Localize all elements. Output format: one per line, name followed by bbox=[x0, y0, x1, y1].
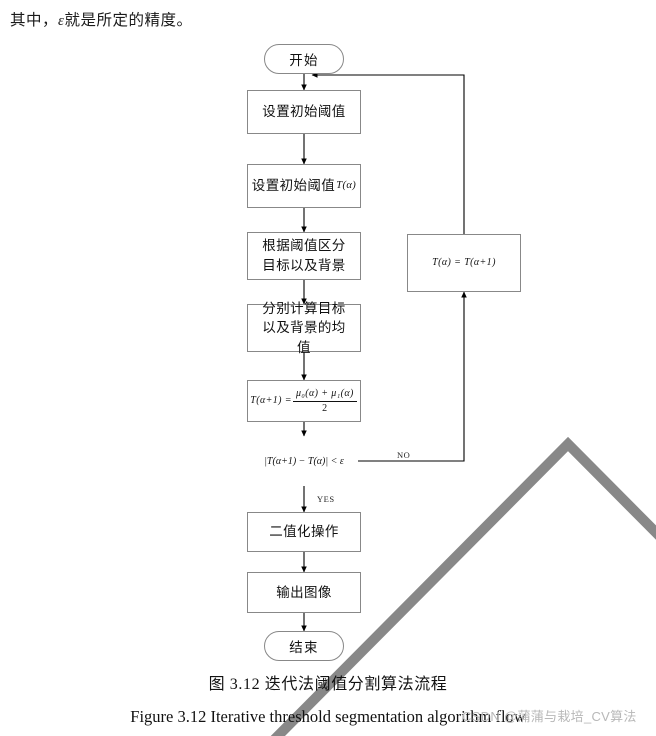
epsilon-symbol: ε bbox=[58, 13, 65, 29]
edge-label-yes: YES bbox=[317, 494, 335, 504]
node-compute-means[interactable]: 分别计算目标以及背景的均值 bbox=[247, 301, 361, 355]
node-binarize[interactable]: 二值化操作 bbox=[247, 512, 361, 552]
node-end-label: 结束 bbox=[289, 640, 319, 655]
intro-prefix: 其中， bbox=[10, 12, 59, 29]
node-set-initial-threshold[interactable]: 设置初始阈值 bbox=[247, 90, 361, 134]
node-set-initial-threshold-t-suffix: T(α) bbox=[336, 180, 357, 192]
csdn-watermark: CSDN @蒲蒲与栽培_CV算法 bbox=[462, 709, 637, 724]
node-feedback-assign-label: T(α) = T(α+1) bbox=[432, 256, 496, 268]
edge-label-no: NO bbox=[397, 450, 411, 460]
node-update-formula[interactable]: T(α+1) = μ₀(α) + μ₁(α) 2 bbox=[247, 380, 361, 422]
node-set-initial-threshold-label: 设置初始阈值 bbox=[262, 104, 346, 120]
formula-fraction: μ₀(α) + μ₁(α) 2 bbox=[292, 388, 357, 414]
node-set-initial-threshold-t-label: 设置初始阈值 bbox=[251, 178, 336, 194]
edge-decision-no-to-feedback bbox=[358, 291, 467, 462]
node-decision-label: |T(α+1) − T(α)| < ε bbox=[264, 455, 344, 467]
formula-denominator: 2 bbox=[322, 402, 328, 414]
figure-caption-chinese: 图 3.12 迭代法阈值分割算法流程 bbox=[208, 676, 448, 693]
node-output-image[interactable]: 输出图像 bbox=[247, 572, 361, 613]
intro-paragraph: 其中，ε就是所定的精度。 bbox=[10, 8, 192, 30]
node-segment-by-threshold[interactable]: 根据阈值区分目标以及背景 bbox=[247, 232, 361, 280]
figure-caption-english: Figure 3.12 Iterative threshold segmenta… bbox=[130, 707, 526, 726]
node-decision[interactable]: |T(α+1) − T(α)| < ε bbox=[240, 436, 656, 736]
formula-numerator: μ₀(α) + μ₁(α) bbox=[292, 388, 357, 402]
node-feedback-assign[interactable]: T(α) = T(α+1) bbox=[407, 234, 521, 292]
node-decision-label-wrap: |T(α+1) − T(α)| < ε bbox=[240, 436, 368, 486]
node-output-image-label: 输出图像 bbox=[276, 584, 332, 600]
node-binarize-label: 二值化操作 bbox=[269, 524, 339, 540]
node-start-label: 开始 bbox=[289, 53, 319, 68]
node-compute-means-label: 分别计算目标以及背景的均值 bbox=[262, 300, 346, 355]
flowchart-connectors bbox=[301, 72, 467, 632]
formula-lhs: T(α+1) = bbox=[250, 394, 292, 406]
node-start[interactable]: 开始 bbox=[264, 44, 344, 74]
intro-suffix: 就是所定的精度。 bbox=[64, 12, 193, 29]
edge-feedback-to-loop-top bbox=[311, 72, 465, 234]
node-segment-by-threshold-label: 根据阈值区分目标以及背景 bbox=[262, 238, 346, 273]
node-end[interactable]: 结束 bbox=[264, 631, 344, 661]
decision-diamond-shape bbox=[270, 436, 656, 736]
